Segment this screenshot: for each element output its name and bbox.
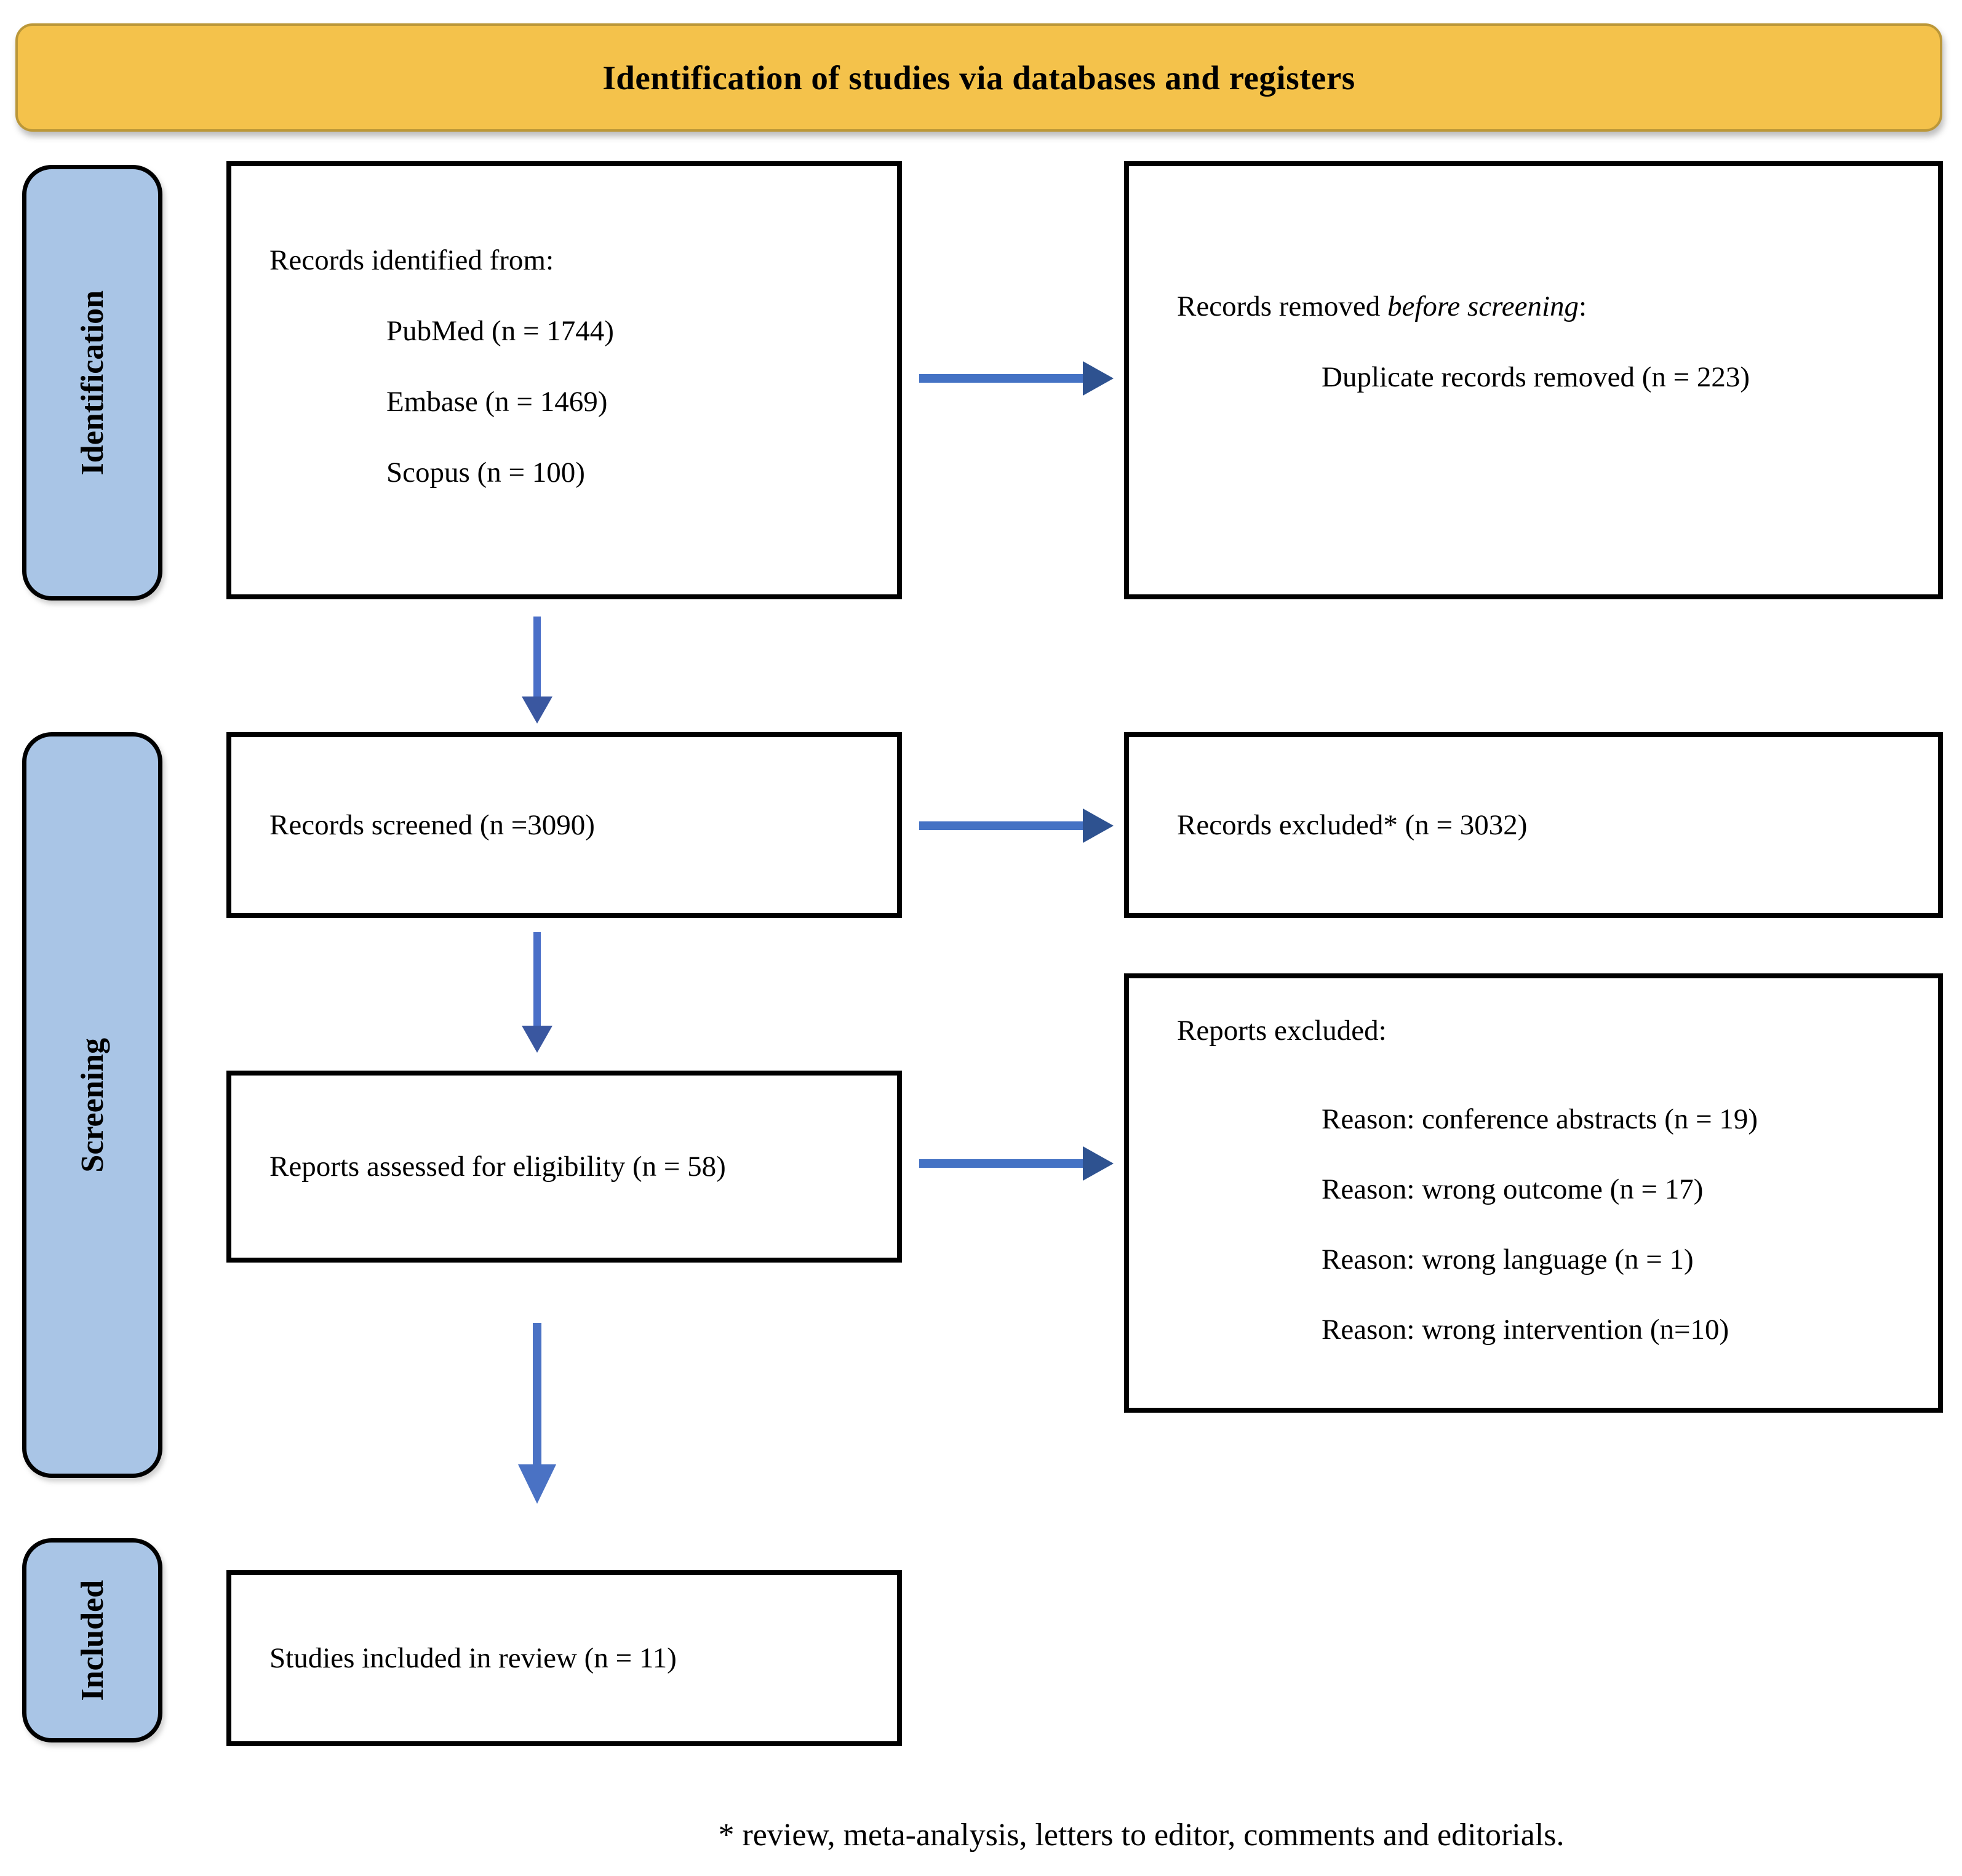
- reports-excluded-reason-intervention: Reason: wrong intervention (n=10): [1322, 1314, 1729, 1346]
- arrow-line: [533, 1323, 541, 1464]
- stage-label-included: Included: [74, 1579, 110, 1701]
- stage-tab-screening: Screening: [22, 732, 162, 1478]
- box-records-identified: Records identified from: PubMed (n = 174…: [226, 161, 902, 599]
- arrow-right-head-icon: [1083, 808, 1114, 843]
- box-records-removed: Records removed before screening: Duplic…: [1124, 161, 1943, 599]
- reports-excluded-reason-outcome: Reason: wrong outcome (n = 17): [1322, 1173, 1704, 1205]
- reports-assessed-text: Reports assessed for eligibility (n = 58…: [269, 1150, 726, 1183]
- records-removed-heading-italic: before screening: [1387, 290, 1579, 322]
- reports-excluded-heading: Reports excluded:: [1177, 1015, 1387, 1047]
- records-screened-text: Records screened (n =3090): [269, 808, 595, 841]
- arrow-identified-to-screened: [522, 617, 552, 724]
- stage-tab-identification: Identification: [22, 165, 162, 601]
- records-removed-heading-suffix: :: [1579, 290, 1587, 322]
- stage-label-screening: Screening: [74, 1037, 110, 1173]
- box-studies-included: Studies included in review (n = 11): [226, 1570, 902, 1746]
- arrow-assessed-to-included: [518, 1323, 556, 1504]
- arrow-line: [919, 1159, 1083, 1168]
- reports-excluded-reason-abstracts: Reason: conference abstracts (n = 19): [1322, 1103, 1758, 1135]
- records-identified-item-pubmed: PubMed (n = 1744): [386, 315, 614, 347]
- reports-excluded-reason-language: Reason: wrong language (n = 1): [1322, 1243, 1694, 1275]
- arrow-screened-to-excluded: [919, 808, 1114, 843]
- records-removed-heading-prefix: Records removed: [1177, 290, 1387, 322]
- arrow-identified-to-removed: [919, 361, 1114, 396]
- records-identified-item-scopus: Scopus (n = 100): [386, 457, 585, 489]
- stage-label-identification: Identification: [74, 290, 110, 476]
- arrow-screened-to-assessed: [522, 932, 552, 1053]
- records-removed-heading: Records removed before screening:: [1177, 292, 1920, 363]
- records-identified-item-embase: Embase (n = 1469): [386, 386, 608, 418]
- studies-included-text: Studies included in review (n = 11): [269, 1642, 677, 1674]
- arrow-down-head-icon: [522, 697, 552, 724]
- box-reports-excluded: Reports excluded: Reason: conference abs…: [1124, 973, 1943, 1413]
- footnote: * review, meta-analysis, letters to edit…: [718, 1818, 1565, 1853]
- arrow-right-head-icon: [1083, 1146, 1114, 1181]
- records-removed-item-duplicates: Duplicate records removed (n = 223): [1322, 361, 1750, 393]
- banner: Identification of studies via databases …: [15, 23, 1942, 132]
- arrow-down-head-icon: [518, 1464, 556, 1504]
- arrow-right-head-icon: [1083, 361, 1114, 396]
- records-excluded-text: Records excluded* (n = 3032): [1177, 808, 1528, 841]
- arrow-line: [533, 932, 541, 1026]
- banner-title: Identification of studies via databases …: [602, 58, 1355, 97]
- arrow-line: [919, 821, 1083, 830]
- box-reports-assessed: Reports assessed for eligibility (n = 58…: [226, 1071, 902, 1263]
- arrow-line: [919, 374, 1083, 383]
- arrow-down-head-icon: [522, 1026, 552, 1053]
- arrow-line: [533, 617, 541, 697]
- records-identified-heading: Records identified from:: [269, 244, 554, 276]
- box-records-screened: Records screened (n =3090): [226, 732, 902, 918]
- stage-tab-included: Included: [22, 1538, 162, 1742]
- arrow-assessed-to-reports-excluded: [919, 1146, 1114, 1181]
- box-records-excluded: Records excluded* (n = 3032): [1124, 732, 1943, 918]
